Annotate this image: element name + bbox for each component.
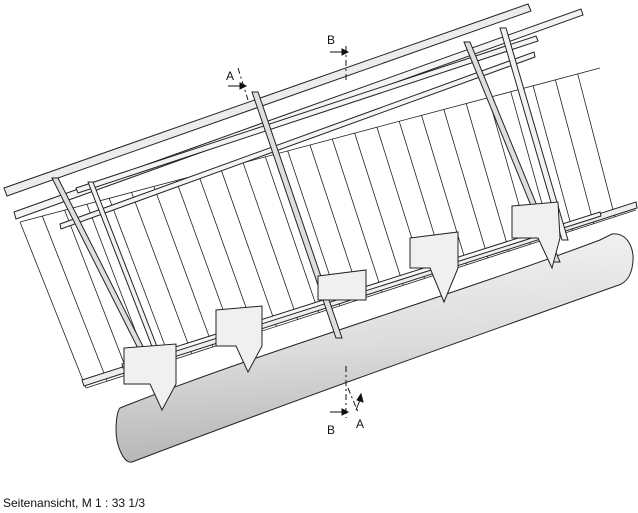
- drawing-caption: Seitenansicht, M 1 : 33 1/3: [3, 496, 146, 510]
- deck-plank: [554, 79, 595, 224]
- deck-plank: [354, 133, 404, 286]
- section-label-a-top: A: [226, 69, 234, 83]
- deck-plank: [108, 198, 171, 361]
- deck-plank: [153, 186, 214, 348]
- deck-plank: [577, 73, 616, 217]
- deck-plank: [220, 168, 277, 327]
- section-label-b-bottom: B: [327, 423, 335, 437]
- log-beam: [115, 233, 634, 463]
- deck-plank: [64, 210, 129, 375]
- deck-plank: [265, 156, 320, 313]
- deck-plank: [532, 85, 573, 231]
- deck-plank: [131, 192, 193, 354]
- deck-plank: [242, 162, 298, 320]
- bridge-side-view-drawing: A B B A: [3, 3, 638, 463]
- deck-planks: [19, 67, 637, 389]
- brackets: [123, 201, 561, 412]
- section-label-b-top: B: [327, 33, 335, 47]
- deck-plank: [421, 115, 468, 265]
- section-label-a-bottom: A: [356, 417, 364, 431]
- upper-handrails: [3, 3, 584, 230]
- deck-plank: [331, 138, 383, 293]
- deck-plank: [198, 174, 256, 334]
- section-arrows: [228, 48, 364, 416]
- deck-plank: [465, 103, 510, 252]
- deck-plank: [443, 109, 489, 259]
- deck-plank: [41, 215, 108, 382]
